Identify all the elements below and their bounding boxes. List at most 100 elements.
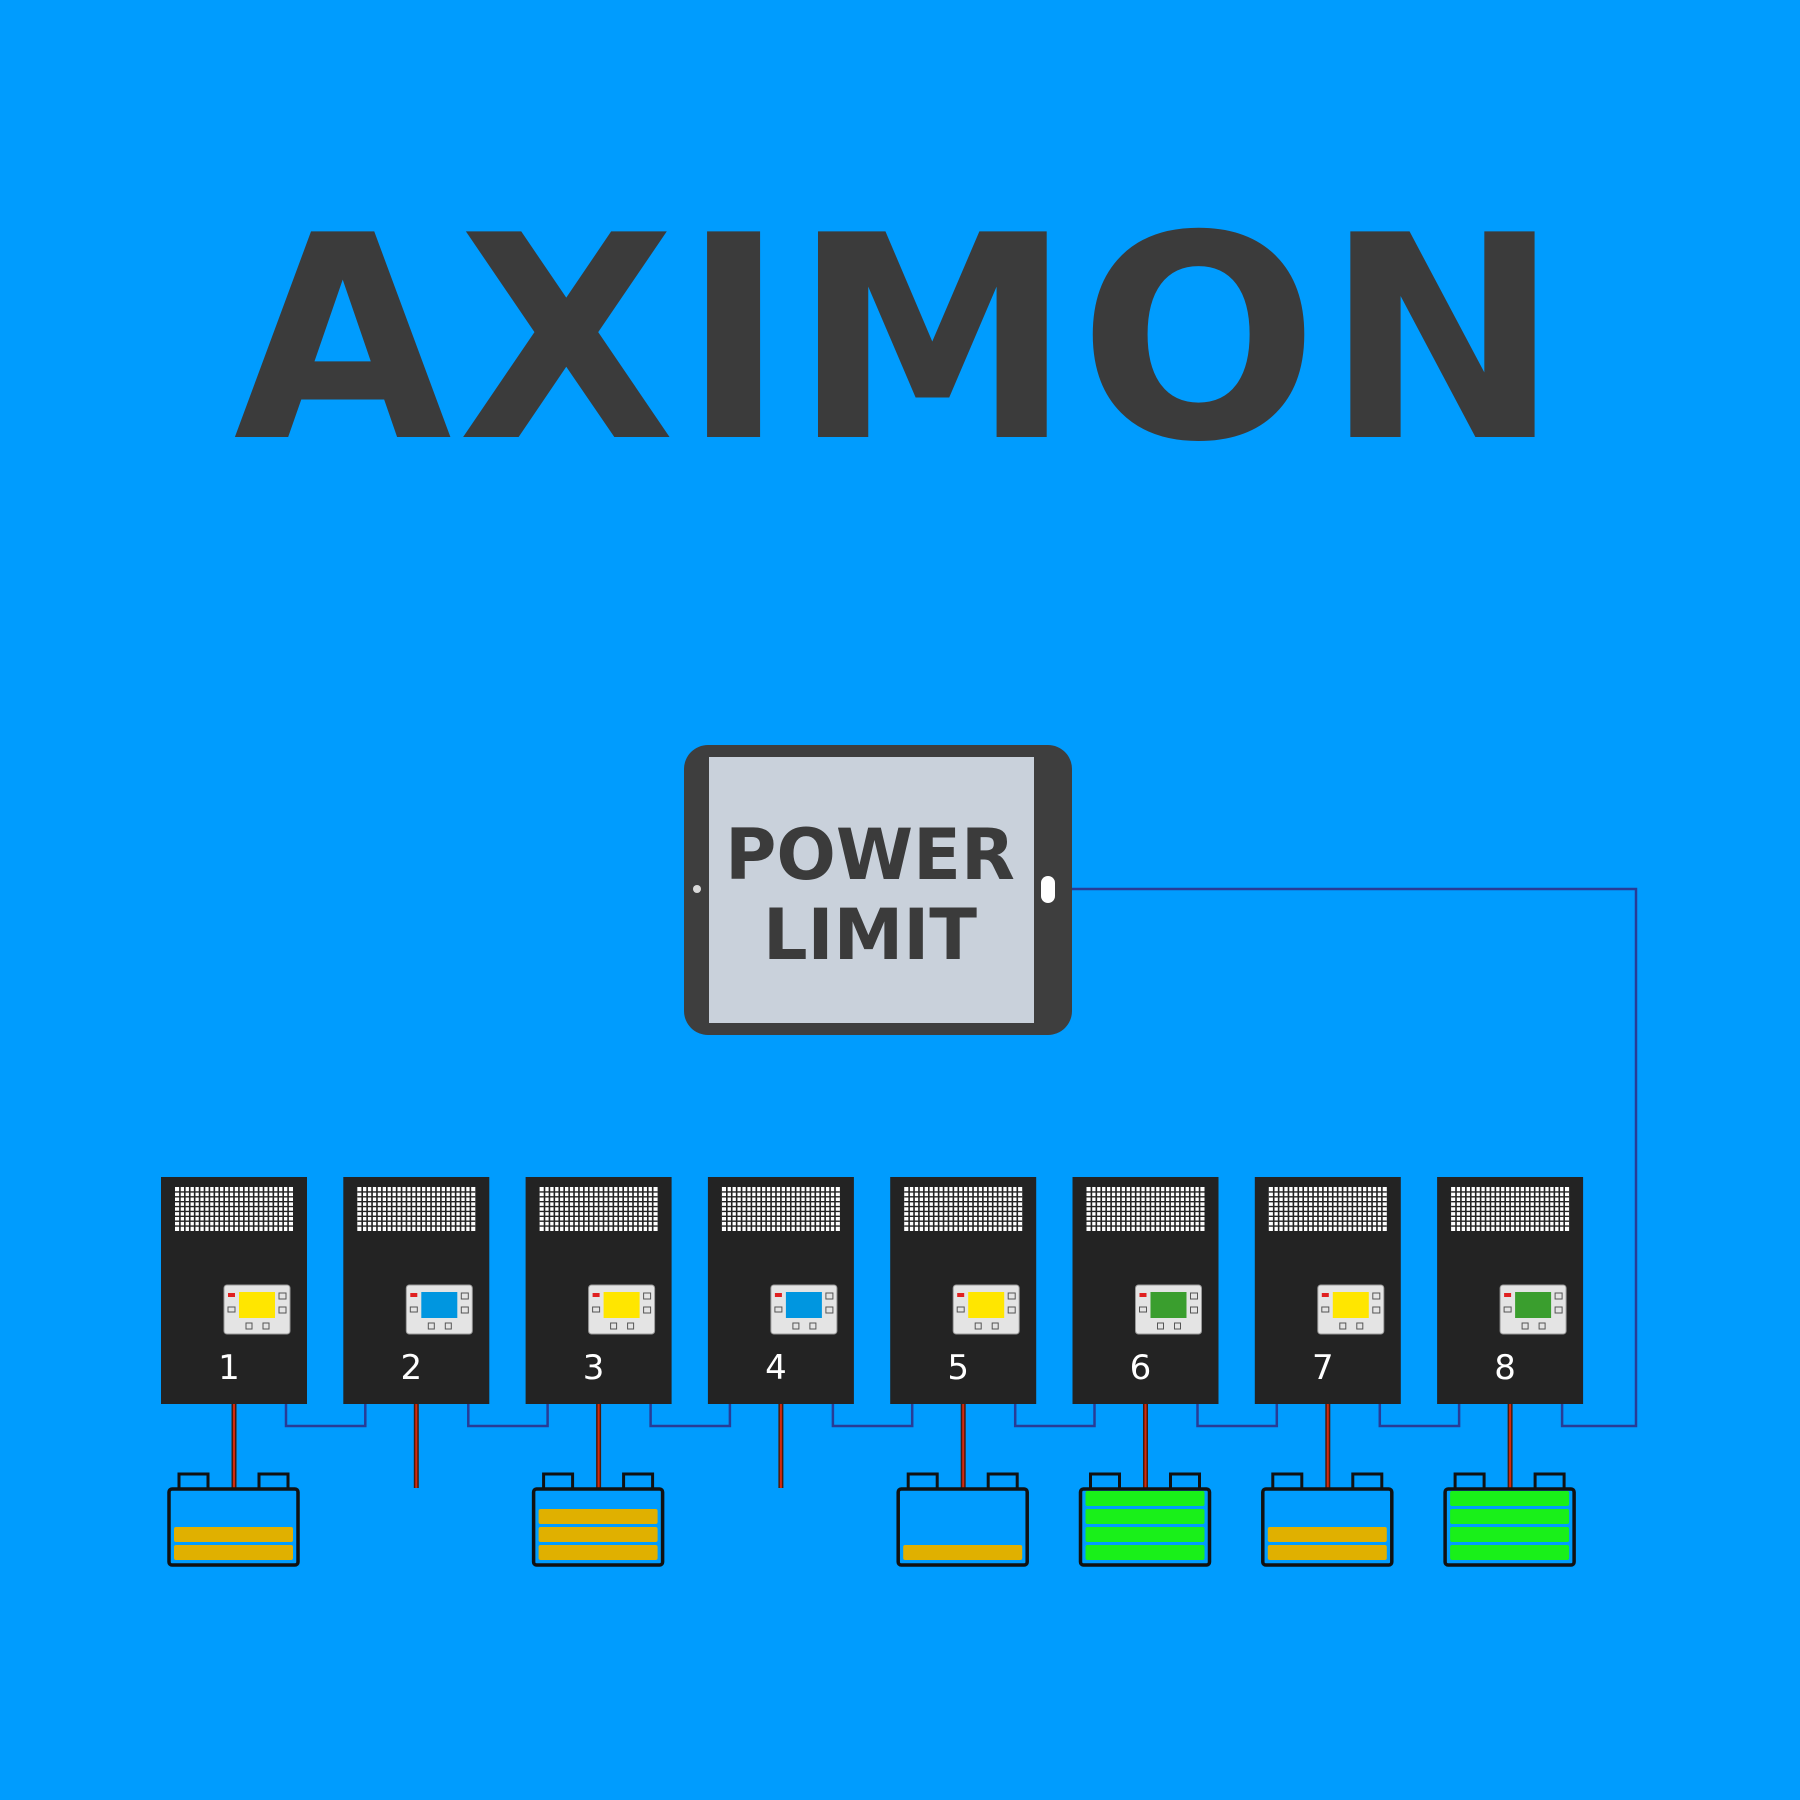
vent-grille (539, 1187, 658, 1231)
data-cable-link (1378, 1404, 1461, 1428)
data-cable-link (284, 1404, 367, 1428)
panel-key (1521, 1322, 1529, 1330)
panel-key (1554, 1306, 1563, 1314)
charge-segment (1085, 1545, 1205, 1560)
panel-key (974, 1322, 982, 1330)
vent-grille (721, 1187, 840, 1231)
tablet-label: POWER LIMIT (709, 760, 1031, 1030)
panel-key (1538, 1322, 1546, 1330)
panel-key (460, 1306, 469, 1314)
control-panel (405, 1284, 473, 1335)
charge-segment (1267, 1527, 1387, 1542)
panel-key (956, 1306, 965, 1313)
panel-key (1339, 1322, 1347, 1330)
panel-key (792, 1322, 800, 1330)
unit-number: 7 (1312, 1348, 1334, 1388)
status-display (785, 1292, 822, 1318)
indicator-led (1139, 1293, 1147, 1297)
panel-key (278, 1306, 287, 1314)
panel-key (610, 1322, 618, 1330)
charge-segment (538, 1509, 658, 1524)
data-cable-link (1013, 1404, 1096, 1428)
tablet-controller (684, 745, 1072, 1035)
panel-key (825, 1292, 834, 1300)
panel-key (1372, 1306, 1381, 1314)
charger-unit-6: 6 (1072, 1177, 1219, 1567)
battery (1078, 1472, 1212, 1567)
status-display (1515, 1292, 1552, 1318)
status-display (1150, 1292, 1187, 1318)
charge-segment (1450, 1509, 1570, 1524)
charge-segment (538, 1527, 658, 1542)
panel-key (262, 1322, 270, 1330)
charger-unit-1: 1 (161, 1177, 307, 1567)
charge-segment (174, 1527, 293, 1542)
panel-key (627, 1322, 635, 1330)
control-panel (223, 1284, 291, 1335)
unit-number: 2 (400, 1348, 422, 1388)
panel-key (245, 1322, 253, 1330)
charger-unit-4: 4 (707, 1177, 854, 1488)
charge-segment (538, 1545, 658, 1560)
battery (167, 1472, 300, 1567)
indicator-led (774, 1293, 782, 1297)
panel-key (774, 1306, 783, 1313)
indicator-led (1504, 1293, 1512, 1297)
charge-segment (1450, 1545, 1570, 1560)
panel-key (1174, 1322, 1181, 1330)
charger-unit-2: 2 (343, 1177, 490, 1488)
data-cable-link (1196, 1404, 1279, 1428)
panel-key (427, 1322, 435, 1330)
status-display (239, 1292, 275, 1318)
indicator-led (410, 1293, 418, 1297)
unit-number: 3 (583, 1348, 605, 1388)
battery (1443, 1472, 1576, 1567)
unit-number: 1 (218, 1348, 240, 1388)
indicator-led (228, 1293, 235, 1297)
data-cables (284, 887, 1638, 1428)
panel-key (643, 1292, 652, 1300)
charge-segment (1085, 1527, 1205, 1542)
data-cable-link (831, 1404, 914, 1428)
tablet-home-button (1041, 876, 1055, 903)
control-panel (588, 1284, 656, 1335)
control-panel (770, 1284, 838, 1335)
battery (896, 1472, 1029, 1567)
charger-unit-7: 7 (1254, 1177, 1401, 1567)
control-panel (1499, 1284, 1567, 1335)
tablet-camera-icon (693, 885, 701, 893)
vent-grille (1451, 1187, 1570, 1231)
indicator-led (957, 1293, 965, 1297)
panel-key (809, 1322, 817, 1330)
control-panel (1135, 1284, 1202, 1335)
charge-segment (1085, 1509, 1205, 1524)
panel-key (278, 1292, 287, 1300)
data-cable-link (649, 1404, 732, 1428)
panel-key (1157, 1322, 1164, 1330)
vent-grille (1086, 1187, 1205, 1231)
panel-key (1190, 1306, 1198, 1314)
charge-segment (1267, 1545, 1387, 1560)
charger-unit-3: 3 (525, 1177, 672, 1567)
panel-key (409, 1306, 418, 1313)
tablet-screen (709, 757, 1034, 1023)
panel-key (1321, 1306, 1330, 1313)
unit-number: 8 (1494, 1348, 1516, 1388)
panel-key (1356, 1322, 1364, 1330)
battery (531, 1472, 665, 1567)
tablet-label-line2: LIMIT (762, 894, 978, 976)
charger-unit-5: 5 (890, 1177, 1037, 1567)
panel-key (1190, 1292, 1198, 1300)
status-display (968, 1292, 1005, 1318)
vent-grille (1268, 1187, 1387, 1231)
charge-segment (1450, 1527, 1570, 1542)
panel-key (643, 1306, 652, 1314)
panel-key (460, 1292, 469, 1300)
data-cable-controller (1072, 887, 1638, 1428)
panel-key (444, 1322, 452, 1330)
charge-segment (1450, 1491, 1570, 1506)
panel-key (1139, 1306, 1147, 1313)
control-panel (952, 1284, 1020, 1335)
